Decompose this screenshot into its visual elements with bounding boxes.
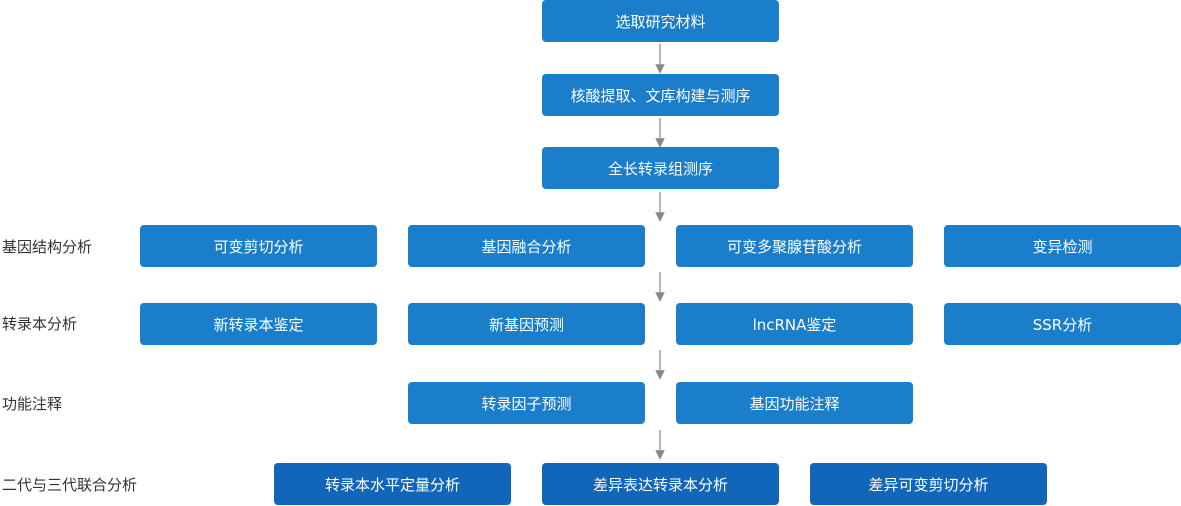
row-label-gene-structure: 基因结构分析: [2, 238, 93, 256]
row-label-function: 功能注释: [2, 395, 63, 413]
row-label-transcript: 转录本分析: [2, 315, 78, 333]
box-gene-function-annotation: 基因功能注释: [676, 382, 913, 424]
box-differential-splicing: 差异可变剪切分析: [810, 463, 1047, 505]
box-transcription-factor: 转录因子预测: [408, 382, 645, 424]
box-ssr: SSR分析: [944, 303, 1181, 345]
box-differential-expression: 差异表达转录本分析: [542, 463, 779, 505]
box-alternative-polyadenylation: 可变多聚腺苷酸分析: [676, 225, 913, 267]
step-select-material: 选取研究材料: [542, 0, 779, 42]
box-lncrna: lncRNA鉴定: [676, 303, 913, 345]
box-gene-fusion: 基因融合分析: [408, 225, 645, 267]
step-full-length-transcriptome: 全长转录组测序: [542, 147, 779, 189]
step-extraction-library-sequencing: 核酸提取、文库构建与测序: [542, 74, 779, 116]
box-variant-detection: 变异检测: [944, 225, 1181, 267]
box-alternative-splicing: 可变剪切分析: [140, 225, 377, 267]
row-label-combined: 二代与三代联合分析: [2, 476, 138, 494]
box-novel-transcript: 新转录本鉴定: [140, 303, 377, 345]
box-novel-gene: 新基因预测: [408, 303, 645, 345]
box-transcript-quantification: 转录本水平定量分析: [274, 463, 511, 505]
